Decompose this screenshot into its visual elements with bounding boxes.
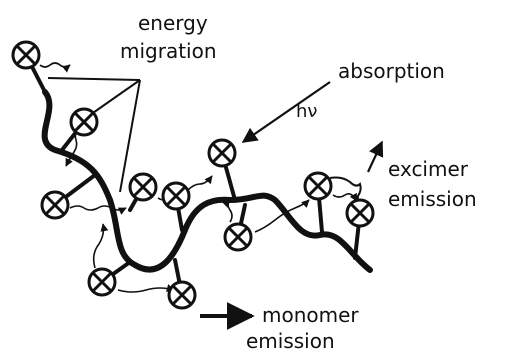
circled-x-icon <box>303 171 333 201</box>
excimer-label-line1: excimer <box>388 157 469 181</box>
circled-x-icon <box>11 40 41 70</box>
absorption-arrow <box>241 81 331 143</box>
circled-x-icon <box>87 267 117 297</box>
hv-label: hν <box>296 101 317 122</box>
circled-x-icon <box>223 222 253 252</box>
circled-x-icon <box>40 190 70 220</box>
energy-migration-label-line1: energy <box>138 11 208 35</box>
excimer-emission-arrow <box>367 140 384 173</box>
circled-x-icon <box>69 107 99 137</box>
energy-migration-label-line2: migration <box>120 39 217 63</box>
circled-x-icon <box>167 280 197 310</box>
circled-x-icon <box>345 198 375 228</box>
absorption-label: absorption <box>338 59 445 83</box>
energy-hops <box>39 62 358 293</box>
monomer-label-line2: emission <box>246 329 335 353</box>
excimer-label-line2: emission <box>388 187 477 211</box>
circled-x-icon <box>207 138 237 168</box>
energy-migration-pointers <box>47 77 141 193</box>
monomer-label-line1: monomer <box>262 303 359 327</box>
circled-x-icon <box>128 172 158 202</box>
chromophores <box>11 40 375 310</box>
circled-x-icon <box>161 181 191 211</box>
